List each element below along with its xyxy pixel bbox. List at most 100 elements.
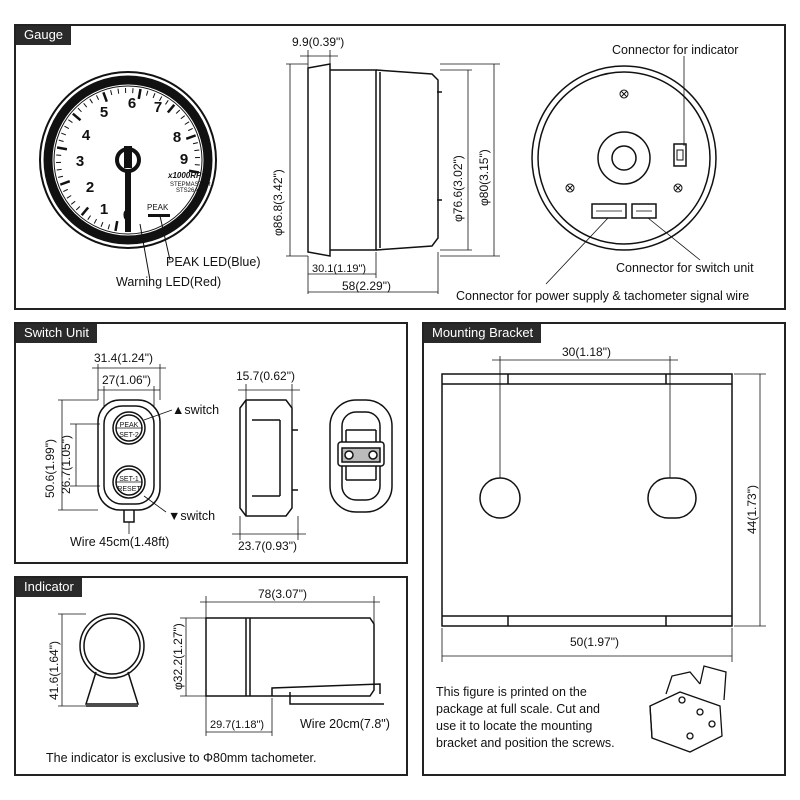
gauge-needle [125,170,131,232]
gauge-num-7: 7 [154,99,162,116]
gauge-tick [166,104,176,114]
gauge-tick [68,119,73,123]
gauge-tick [175,109,181,114]
gauge-tick [185,134,197,140]
bracket-note-line: use it to locate the mounting [436,719,593,733]
dim-total-length: 58(2.29") [342,279,391,293]
br-dim-hole-spacing: 30(1.18") [562,345,611,359]
sw-btn-top-line1: PEAK [120,422,139,429]
gauge-tick [192,142,198,145]
bracket-note-line: bracket and position the screws. [436,736,615,750]
sw-up-switch-label: ▲switch [172,403,219,417]
gauge-tick [64,125,70,129]
sw-down-switch-label: ▼switch [168,509,215,523]
gauge-tick [87,215,91,220]
gauge-tick [63,188,68,193]
br-dim-width: 50(1.97") [570,635,619,649]
indicator-connector [673,143,687,167]
gauge-tick-marks [56,88,200,232]
bracket-note-line: package at full scale. Cut and [436,702,600,716]
gauge-tick [107,224,111,230]
gauge-tick [188,127,193,132]
gauge-tick [93,218,97,224]
gauge-tick [137,88,142,100]
bracket-note: This figure is printed on the package at… [436,684,656,752]
indicator-front-view [58,613,145,707]
gauge-num-3: 3 [76,153,84,170]
gauge-tick [56,168,62,171]
sw-btn-bottom-line2: RESET [117,486,141,493]
sw-wire-length: Wire 45cm(1.48ft) [70,535,169,549]
peak-led-label: PEAK LED(Blue) [166,255,260,269]
ind-note: The indicator is exclusive to Φ80mm tach… [46,751,317,765]
gauge-tick [188,169,200,174]
ind-wire-length: Wire 20cm(7.8") [300,717,390,731]
switch-unit-side [232,384,306,540]
gauge-tick [80,206,90,216]
ind-dim-front: 29.7(1.18") [210,719,264,731]
switch-unit-back [329,399,393,513]
gauge-tick [180,115,186,120]
ind-dim-height: 41.6(1.64") [47,641,61,700]
gauge-num-5: 5 [100,104,108,121]
gauge-tick [75,206,81,211]
gauge-tick [184,121,190,125]
peak-led [148,214,170,217]
gauge-tick [110,90,113,96]
gauge-tick [72,112,82,122]
gauge-panel-title: Gauge [16,26,72,45]
sw-dim-height-inner: 26.7(1.05") [59,435,73,494]
gauge-tick [152,93,156,99]
gauge-tick [77,107,82,113]
gauge-tick [61,132,67,136]
connector-indicator-label: Connector for indicator [612,43,738,57]
gauge-tick [83,102,88,108]
dim-front-depth: 9.9(0.39") [292,35,344,49]
gauge-front-view: 0 1 2 3 4 5 6 7 8 9 x1000RPM STEPMASTER … [39,71,260,289]
gauge-tick [95,95,100,100]
dim-face-diameter: φ86.8(3.42") [271,169,285,236]
gauge-num-1: 1 [100,201,108,218]
gauge-num-4: 4 [82,127,91,144]
gauge-tick [56,146,68,151]
gauge-tick [102,91,108,103]
bracket-hole-right [647,477,697,519]
switch-unit-front [58,364,173,534]
warning-led-label: Warning LED(Red) [116,275,221,289]
gauge-brand-line2: STS26A [176,188,198,194]
gauge-brand-line1: STEPMASTER [170,182,211,188]
sw-btn-top-line2: SET-2 [119,432,139,439]
gauge-tick [159,96,163,102]
gauge-side-view [286,50,500,294]
ind-dim-length: 78(3.07") [258,587,307,601]
mounting-bracket-panel-title: Mounting Bracket [424,324,542,343]
ind-dim-diameter: φ32.2(1.27") [171,623,185,690]
gauge-num-2: 2 [86,179,94,196]
gauge-tick [145,90,149,96]
gauge-tick [194,149,200,152]
br-dim-height: 44(1.73") [745,485,759,534]
gauge-tick [165,100,169,105]
indicator-side-view [180,596,384,736]
dim-body-diameter: φ76.6(3.02") [451,155,465,222]
connector-power-label: Connector for power supply & tachometer … [456,289,749,303]
indicator-panel-title: Indicator [16,578,82,597]
sw-dim-depth-top: 15.7(0.62") [236,369,295,383]
gauge-num-6: 6 [128,95,136,112]
gauge-unit-label: x1000RPM [167,171,208,180]
bracket-plate [441,356,766,662]
gauge-peak-label: PEAK [147,203,169,212]
gauge-tick [70,200,76,205]
gauge-tick [59,180,71,186]
connector-switch-label: Connector for switch unit [616,261,754,275]
switch-unit-panel-title: Switch Unit [16,324,98,343]
gauge-num-9: 9 [180,151,188,168]
dim-rear-diameter: φ80(3.15") [477,149,491,206]
sw-dim-height-outer: 50.6(1.99") [43,439,57,498]
gauge-tick [58,139,64,143]
gauge-tick [114,220,119,232]
